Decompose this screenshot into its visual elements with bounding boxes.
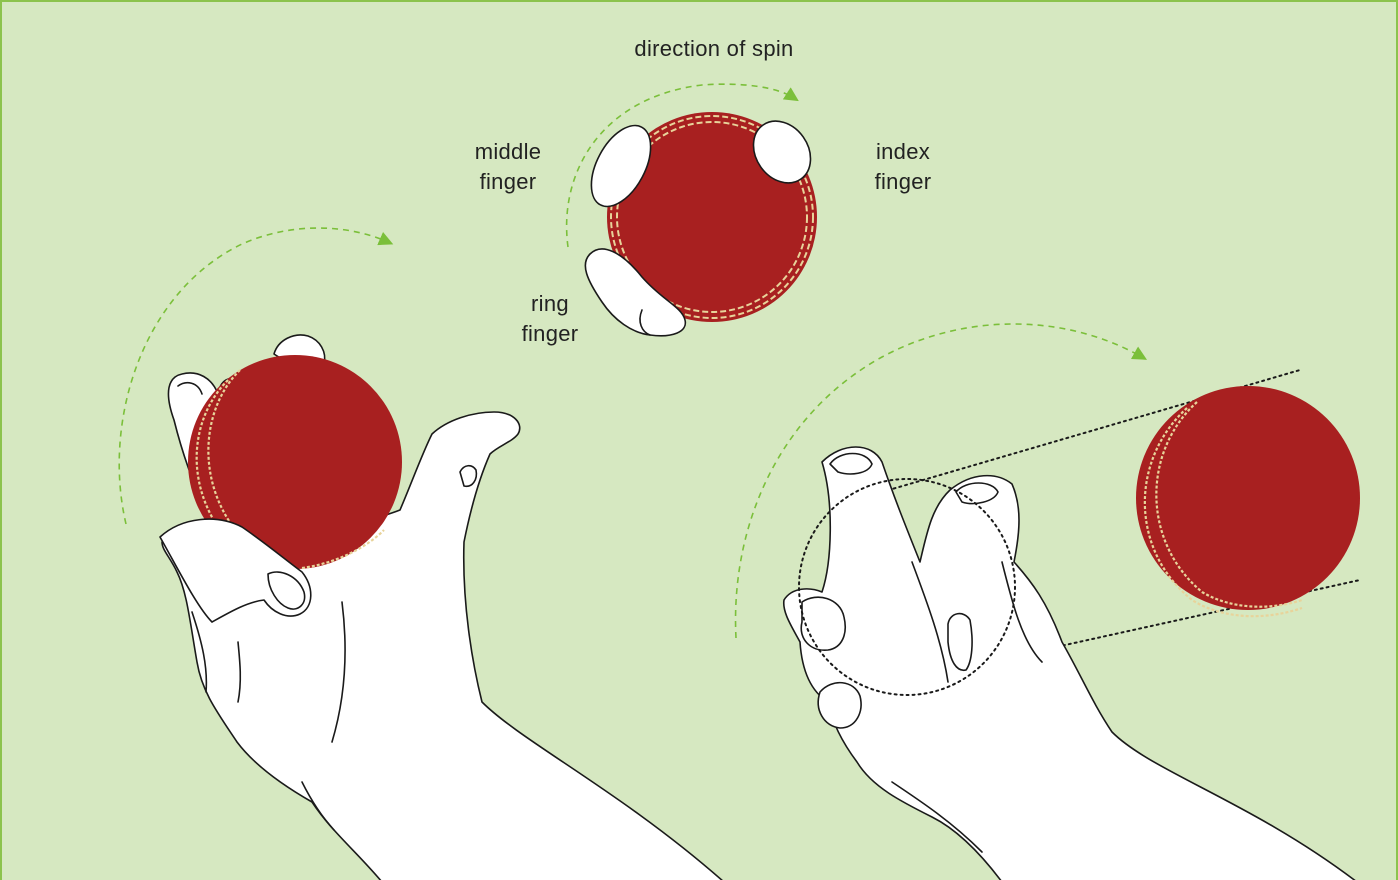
right-hand-release [736,324,1360,880]
label-index-finger-line2: finger [875,169,932,194]
label-middle-finger-line1: middle [475,139,542,164]
right-little-finger [801,597,845,650]
label-ring-finger-line2: finger [522,321,579,346]
label-direction-of-spin: direction of spin [634,36,793,61]
label-ring-finger-line1: ring [531,291,569,316]
label-middle-finger-line2: finger [480,169,537,194]
label-index-finger-line1: index [876,139,930,164]
top-grip-diagram [567,84,823,336]
right-thumb-tip [818,683,861,728]
